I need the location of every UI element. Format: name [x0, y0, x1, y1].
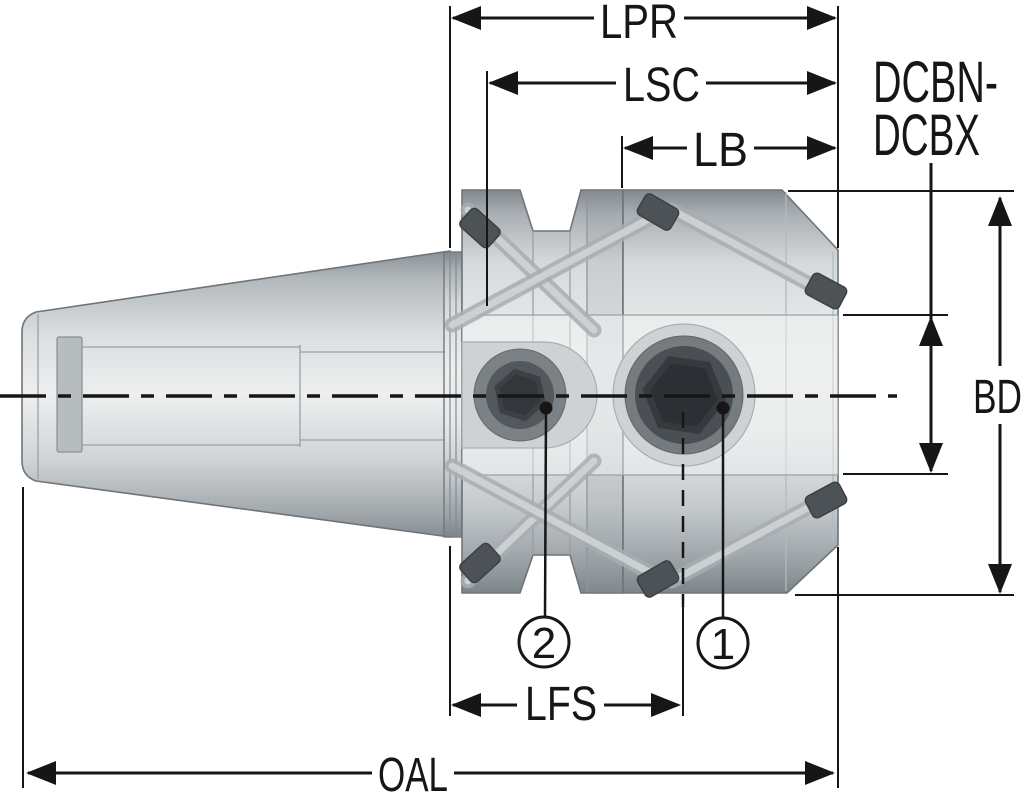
dim-label-bd: BD	[973, 371, 1022, 424]
dim-oal: OAL	[26, 749, 835, 793]
arrow-up-icon	[988, 196, 1012, 226]
plug-screw-icon	[459, 207, 501, 249]
arrow-right-icon	[651, 693, 681, 717]
callout-number-1: 1	[711, 620, 735, 669]
bd-label-backdrop	[964, 370, 1024, 420]
arrow-right-icon	[805, 761, 835, 785]
leader-dot	[716, 401, 730, 415]
callout-1: 1	[696, 401, 750, 670]
dim-dcbn-dcbx: DCBN- DCBX	[873, 50, 998, 473]
arrow-left-icon	[488, 71, 518, 95]
label-dcbn-line1: DCBN-	[873, 50, 998, 115]
leader-line	[543, 408, 548, 617]
centerlines	[0, 394, 897, 607]
dim-lfs: LFS	[451, 678, 681, 731]
plug-screw-icon	[636, 193, 680, 231]
dim-lpr: LPR	[451, 0, 837, 49]
arrow-up-icon	[919, 316, 943, 346]
dim-bd: BD	[964, 196, 1024, 594]
arrow-left-icon	[451, 693, 481, 717]
dim-label-lb: LB	[693, 124, 748, 177]
leader-dot	[539, 401, 553, 415]
plug-screw-icon	[804, 272, 848, 310]
callout-number-2: 2	[532, 619, 556, 668]
dim-label-oal: OAL	[378, 749, 448, 793]
arrow-right-icon	[807, 6, 837, 30]
plug-screw-icon	[459, 542, 501, 584]
arrow-down-icon	[919, 443, 943, 473]
taper-shank	[21, 250, 462, 538]
dim-lsc: LSC	[488, 59, 837, 112]
dim-lb: LB	[623, 124, 837, 177]
plug-screw-icon	[804, 481, 848, 519]
dim-label-lpr: LPR	[600, 0, 678, 49]
label-dcbn-line2: DCBX	[873, 103, 980, 168]
dim-label-lfs: LFS	[525, 678, 597, 731]
plug-screw-icon	[636, 560, 680, 598]
dim-label-lsc: LSC	[623, 59, 700, 112]
arrow-right-icon	[807, 71, 837, 95]
callout-circle	[517, 615, 571, 669]
arrow-left-icon	[623, 136, 653, 160]
taper-profile	[21, 250, 451, 538]
bore-silhouette-lines	[462, 314, 838, 476]
arrow-left-icon	[451, 6, 481, 30]
arrow-right-icon	[807, 136, 837, 160]
callout-2: 2	[517, 401, 571, 669]
callout-circle	[696, 616, 750, 670]
arrow-down-icon	[988, 564, 1012, 594]
internal-bore-lines	[82, 345, 462, 447]
arrow-left-icon	[26, 761, 56, 785]
channel-plug-screws	[459, 193, 848, 598]
